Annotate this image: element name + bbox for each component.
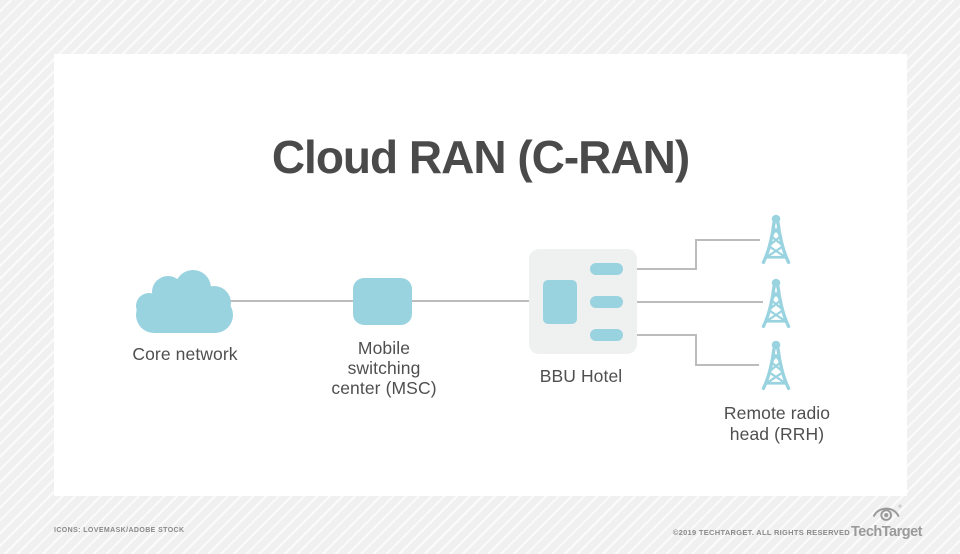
msc-label: Mobile switching center (MSC): [331, 338, 437, 398]
link-core-to-msc: [224, 300, 354, 302]
link-pill1-out-v: [695, 239, 697, 270]
bbu-unit-icon: [543, 280, 577, 324]
radio-tower-icon: [757, 213, 795, 267]
core-network-label: Core network: [132, 344, 238, 364]
copyright-text: ©2019 TECHTARGET. ALL RIGHTS RESERVED: [672, 528, 850, 537]
bbu-hotel-label: BBU Hotel: [539, 366, 623, 386]
bbu-pill-icon: [590, 296, 623, 308]
registered-mark: ®: [898, 503, 902, 510]
link-msc-to-bbu: [411, 300, 544, 302]
techtarget-eye-icon: ®: [873, 503, 902, 521]
link-pill2-to-tower2: [622, 301, 763, 303]
msc-box-icon: [353, 278, 412, 325]
techtarget-wordmark: TechTarget: [851, 524, 923, 540]
bbu-pill-icon: [590, 263, 623, 275]
link-pill3-out-v: [695, 335, 697, 366]
cloud-icon: [135, 269, 235, 333]
icons-credit-text: ICONS: LOVEMASK/ADOBE STOCK: [54, 527, 185, 534]
link-pill1-to-tower1: [695, 239, 760, 241]
radio-tower-icon: [757, 339, 795, 393]
page-title: Cloud RAN (C-RAN): [271, 130, 690, 183]
radio-tower-icon: [757, 277, 795, 331]
rrh-label: Remote radio head (RRH): [723, 403, 831, 444]
link-pill1-out-h1: [622, 268, 697, 270]
bbu-pill-icon: [590, 329, 623, 341]
link-pill3-out-h1: [622, 334, 697, 336]
techtarget-logo: ® TechTarget: [851, 503, 923, 540]
link-pill3-to-tower3: [695, 364, 759, 366]
